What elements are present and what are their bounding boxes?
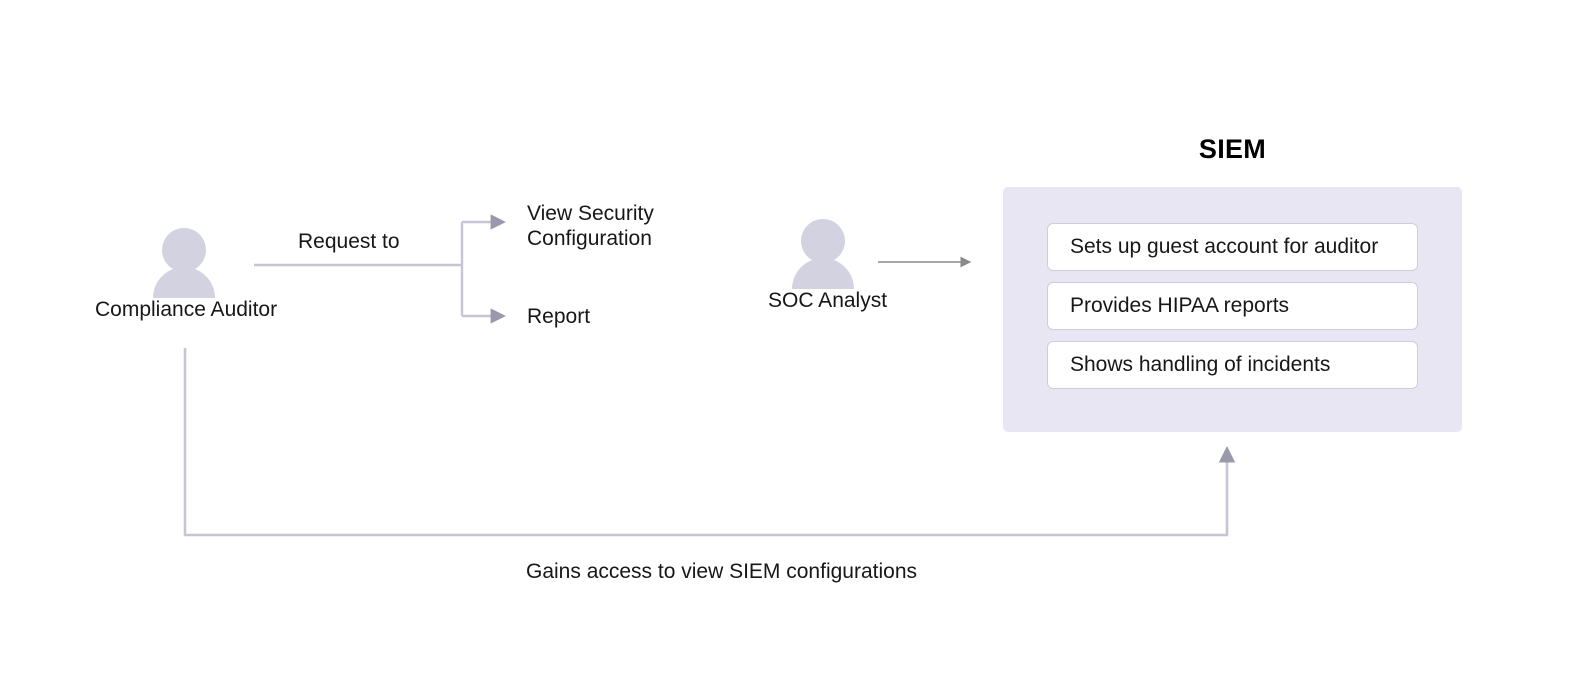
avatar-body-icon — [792, 258, 854, 289]
avatar-compliance-auditor — [152, 228, 215, 298]
siem-group: SIEM Sets up guest account for auditor P… — [1003, 134, 1462, 432]
edge-label-view-security-configuration: View Security Configuration — [527, 202, 654, 250]
siem-card[interactable]: Shows handling of incidents — [1047, 341, 1418, 389]
actor-label-soc-analyst: SOC Analyst — [768, 289, 888, 312]
siem-panel: Sets up guest account for auditor Provid… — [1003, 187, 1462, 432]
actor-soc-analyst: SOC Analyst — [768, 219, 888, 314]
edge-label-request-to: Request to — [298, 230, 400, 253]
siem-title: SIEM — [1198, 134, 1267, 164]
siem-card[interactable]: Sets up guest account for auditor — [1047, 223, 1418, 271]
siem-card[interactable]: Provides HIPAA reports — [1047, 282, 1418, 330]
avatar-head-icon — [801, 219, 845, 263]
siem-card-list: Sets up guest account for auditor Provid… — [1047, 223, 1418, 389]
avatar-body-icon — [152, 267, 215, 298]
edge-label-report: Report — [527, 305, 591, 328]
actor-compliance-auditor: Compliance Auditor — [95, 228, 278, 323]
avatar-head-icon — [161, 228, 206, 272]
edge-label-gains-access: Gains access to view SIEM configurations — [526, 560, 918, 583]
actor-label-compliance-auditor: Compliance Auditor — [95, 298, 278, 321]
avatar-soc-analyst — [792, 219, 854, 289]
